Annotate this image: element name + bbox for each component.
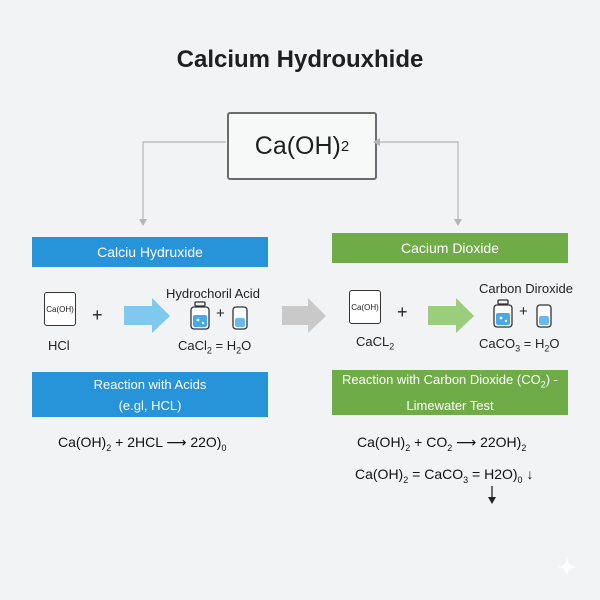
right-panel-line1: Reaction with Carbon Dioxide (CO2) - [342, 369, 558, 396]
right-eq1-s2: 2 [447, 442, 453, 453]
right-panel-line1-end: ) - [545, 371, 558, 387]
right-product-a-sub: 3 [515, 343, 521, 354]
left-test-tube-icon [232, 306, 248, 330]
left-under-box: HCl [48, 338, 70, 353]
left-product: CaCl2 = H2O [178, 338, 251, 356]
right-plus: + [397, 302, 408, 322]
right-reaction-panel: Reaction with Carbon Dioxide (CO2) - Lim… [332, 370, 568, 415]
left-eq-p3: 2O) [198, 434, 222, 450]
right-eq2-s4: 0 [517, 474, 523, 485]
left-reaction-panel: Reaction with Acids (e.gl, HCL) [32, 372, 268, 417]
right-eq1-s4: 2 [521, 442, 527, 453]
right-reagent-label: Carbon Diroxide [479, 281, 573, 296]
right-equation-2: Ca(OH)2 = CaCO3 = H2O)0 ↓ [355, 466, 533, 485]
right-under-a-sub: 2 [389, 341, 395, 352]
right-panel-line1-sub: 2 [540, 379, 546, 390]
right-eq1-p1: Ca(OH) [357, 434, 406, 450]
left-eq-s1: 2 [106, 442, 112, 453]
right-beaker-icon [493, 299, 513, 328]
central-formula-box: Ca(OH)2 [227, 112, 377, 180]
left-plus: + [92, 305, 103, 325]
left-header-bar: Calciu Hydruxide [32, 237, 268, 267]
right-panel-line2: Limewater Test [406, 398, 494, 414]
left-equation: Ca(OH)2 + 2HCL ⟶ 22O)0 [58, 434, 226, 453]
sparkle-icon [557, 557, 577, 577]
connector-left-head [139, 219, 147, 226]
right-eq2-p4: 2O) [494, 466, 518, 482]
left-box-label: Ca(OH) [46, 304, 74, 314]
right-plus-2: + [519, 303, 528, 320]
right-under-a: CaCL [356, 334, 390, 349]
left-header-text: Calciu Hydruxide [97, 244, 203, 260]
left-eq-p1: Ca(OH) [58, 434, 107, 450]
right-eq1-p3: ⟶ 2 [452, 434, 488, 450]
right-header-text: Cacium Dioxide [400, 240, 500, 256]
right-box-label: Ca(OH) [351, 302, 379, 312]
right-under-box: CaCL2 [356, 334, 394, 352]
right-eq2-s1: 2 [403, 474, 409, 485]
left-product-a-sub: 2 [206, 345, 212, 356]
left-product-b-sub: 2 [236, 345, 242, 356]
right-eq2-s2: 3 [463, 474, 469, 485]
connector-left [142, 141, 226, 224]
page-title: Calcium Hydrouxhide [176, 46, 424, 73]
left-product-c: O [241, 338, 252, 353]
formula-sub: 2 [340, 137, 350, 155]
right-header-bar: Cacium Dioxide [332, 233, 568, 263]
left-eq-p2: + 2HCL ⟶ 2 [111, 434, 199, 450]
left-reagent-label: Hydrochoril Acid [166, 286, 260, 301]
right-test-tube-icon [536, 304, 552, 328]
right-equation-1: Ca(OH)2 + CO2 ⟶ 22OH)2 [357, 434, 526, 453]
right-product-c: O [549, 336, 560, 351]
right-eq2-p3: = H [468, 466, 495, 482]
left-blue-arrow [124, 298, 170, 333]
right-panel-line1-text: Reaction with Carbon Dioxide (CO [342, 371, 541, 387]
precipitate-arrow-icon [488, 486, 496, 504]
right-formula-box: Ca(OH) [349, 290, 381, 324]
left-eq-s3: 0 [221, 442, 227, 453]
left-beaker-icon [190, 301, 210, 330]
connector-right-head [454, 219, 462, 226]
middle-gray-arrow [282, 298, 326, 333]
left-panel-line2: (e.gl, HCL) [118, 397, 182, 413]
right-eq2-p2: = CaCO [408, 466, 464, 482]
right-product: CaCO3 = H2O [479, 336, 560, 354]
right-product-b-sub: 2 [544, 343, 550, 354]
formula-base: Ca(OH) [254, 131, 341, 160]
left-plus-2: + [216, 305, 225, 322]
left-panel-line1: Reaction with Acids [93, 376, 207, 392]
left-formula-box: Ca(OH) [44, 292, 76, 326]
right-product-b: = H [520, 336, 545, 351]
right-eq2-p5: ↓ [522, 466, 534, 482]
connector-right [374, 141, 459, 224]
right-eq2-p1: Ca(OH) [355, 466, 404, 482]
left-product-a: CaCl [178, 338, 207, 353]
left-product-b: = H [211, 338, 237, 353]
right-product-a: CaCO [479, 336, 516, 351]
right-green-arrow [428, 298, 474, 333]
right-eq1-p4: 2OH) [487, 434, 522, 450]
right-eq1-p2: + CO [410, 434, 448, 450]
right-eq1-s1: 2 [405, 442, 411, 453]
